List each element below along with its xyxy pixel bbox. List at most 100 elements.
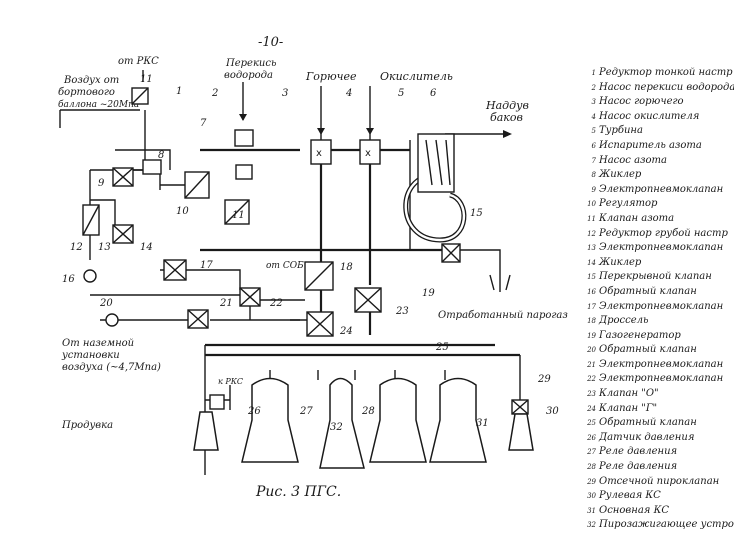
- fuel-pump-box: [310, 139, 332, 165]
- num-26: 26: [247, 406, 261, 417]
- num-18: 18: [340, 262, 353, 273]
- legend-text: Клапан "Г": [599, 402, 658, 414]
- num-31: 31: [476, 418, 489, 429]
- legend-text: Электропневмоклапан: [599, 183, 724, 195]
- igniter-chamber: [319, 377, 365, 469]
- components: x x: [82, 87, 529, 415]
- legend-text: Обратный клапан: [599, 285, 697, 297]
- legend-text: Насос перекиси водорода: [599, 81, 734, 93]
- main-chamber-center: [369, 377, 427, 463]
- legend-number: 10: [587, 200, 596, 209]
- num-3: 3: [282, 88, 288, 99]
- num-15: 15: [470, 208, 483, 219]
- label-from-sob: от СОБ: [266, 261, 304, 271]
- legend-text: Электропневмоклапан: [599, 373, 724, 385]
- legend-text: Клапан "О": [599, 388, 659, 400]
- legend-number: 28: [587, 463, 596, 472]
- label-ground-air-2: установки: [61, 350, 120, 361]
- legend-text: Редуктор тонкой настр: [599, 67, 733, 78]
- legend-text: Реле давления: [599, 446, 678, 458]
- num-29: 29: [537, 374, 551, 385]
- num-4: 4: [345, 88, 352, 99]
- main-chamber-left: [241, 377, 299, 463]
- legend-text: Электропневмоклапан: [599, 300, 724, 312]
- num-20: 20: [99, 298, 113, 309]
- num-2: 2: [211, 88, 218, 99]
- legend-number: 5: [591, 127, 596, 136]
- component-number-layer: 11 1 2 3 4 5 6 7 8 9 10 11 12 13 14 15 1…: [62, 74, 559, 433]
- num-6: 6: [430, 88, 437, 99]
- sensor-box: [209, 394, 225, 410]
- legend-number: 26: [587, 433, 596, 442]
- legend-number: 1: [591, 69, 596, 77]
- num-28: 28: [361, 406, 375, 417]
- num-9: 9: [98, 178, 105, 189]
- steering-chamber-left: [193, 411, 219, 451]
- legend-text: Обратный клапан: [599, 417, 697, 429]
- legend-text: Насос окислителя: [599, 110, 700, 122]
- legend-text: Испаритель азота: [599, 139, 702, 151]
- svg-text:x: x: [316, 148, 322, 159]
- check-valve-16: [83, 269, 97, 283]
- num-11: 11: [140, 74, 153, 85]
- label-from-rks-top: от РКС: [118, 56, 159, 67]
- main-chamber-right: [429, 377, 487, 463]
- jet-8-box: [142, 159, 162, 175]
- legend-text: Насос азота: [599, 154, 667, 166]
- legend-text: Основная КС: [599, 504, 669, 516]
- num-12: 12: [70, 242, 83, 253]
- legend-number: 19: [587, 331, 596, 340]
- legend-number: 15: [587, 273, 596, 282]
- legend-number: 17: [587, 302, 596, 311]
- legend-number: 12: [587, 229, 596, 238]
- legend-number: 11: [587, 214, 596, 223]
- legend-number: 7: [591, 156, 596, 165]
- legend-number: 31: [587, 506, 596, 515]
- legend-text: Электропневмоклапан: [599, 358, 724, 370]
- nitrogen-pump-box: [235, 164, 253, 180]
- legend-number: 4: [591, 112, 596, 121]
- legend-text: Дроссель: [599, 315, 649, 327]
- label-pressurization-1: Наддув: [485, 99, 529, 112]
- num-27: 27: [299, 406, 313, 417]
- legend-number: 32: [587, 521, 596, 530]
- label-pressurization-2: баков: [490, 111, 523, 124]
- num-10: 10: [176, 206, 189, 217]
- page-number: -10-: [258, 35, 283, 50]
- num-32: 32: [330, 422, 343, 433]
- legend-number: 2: [591, 83, 596, 92]
- label-oxidizer: Окислитель: [380, 70, 453, 83]
- legend-number: 6: [591, 141, 596, 150]
- legend-number: 14: [587, 258, 596, 267]
- num-25: 25: [435, 342, 449, 353]
- peroxide-pump-box: [234, 129, 254, 147]
- label-purge: Продувка: [61, 420, 113, 431]
- num-16: 16: [62, 274, 75, 285]
- num-17: 17: [200, 260, 213, 271]
- legend-number: 3: [591, 98, 596, 107]
- label-ground-air-3: воздуха (~4,7Мпа): [62, 362, 161, 373]
- legend-number: 30: [587, 492, 596, 501]
- legend-number: 16: [587, 287, 596, 296]
- num-23: 23: [395, 306, 409, 317]
- label-exhaust: Отработанный парогаз: [438, 310, 568, 321]
